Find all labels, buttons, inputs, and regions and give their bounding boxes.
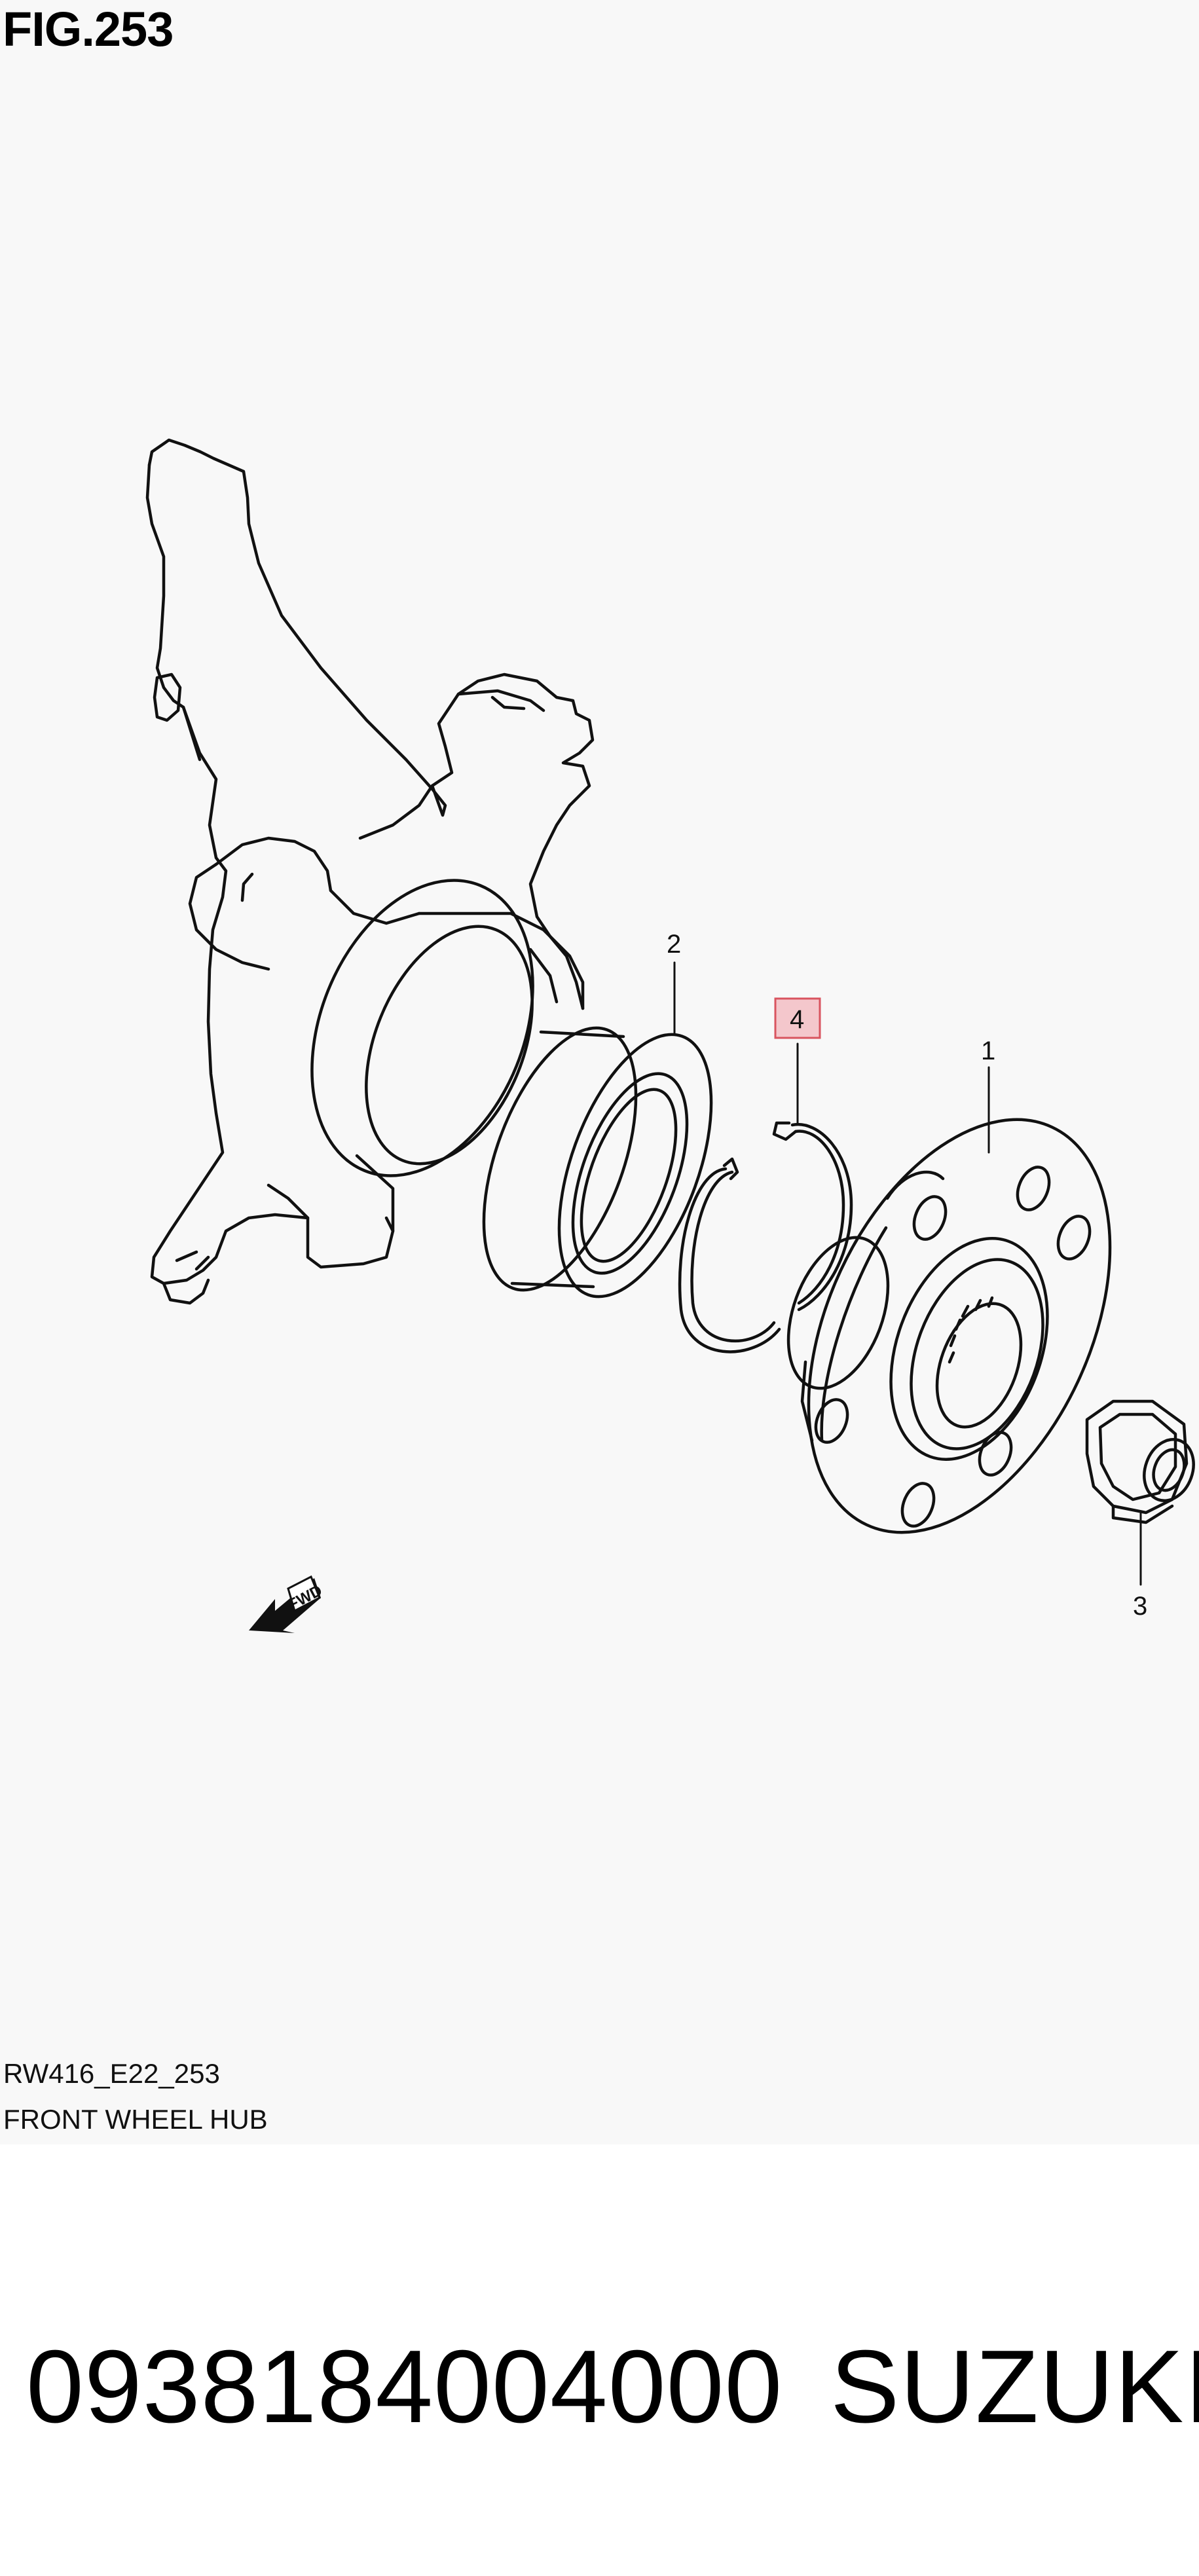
snap-ring <box>678 1157 781 1353</box>
diagram-sheet: FIG.253 <box>3 2 1195 2135</box>
diagram-code: RW416_E22_253 <box>3 2058 220 2089</box>
brand-name: SUZUKI <box>830 2329 1199 2444</box>
footer: 0938184004000 SUZUKI <box>0 2328 1199 2459</box>
wheel-bearing <box>482 1026 713 1298</box>
callout-label: 4 <box>790 1005 804 1034</box>
callout-label: 2 <box>667 930 681 959</box>
steering-knuckle <box>145 438 595 1305</box>
callout-label: 3 <box>1133 1592 1147 1621</box>
callout-1[interactable]: 1 <box>981 1037 995 1065</box>
callout-leaders <box>673 961 1142 1586</box>
wheel-hub <box>786 1118 1112 1534</box>
part-number: 0938184004000 <box>26 2329 783 2444</box>
hub-nut <box>1085 1399 1195 1524</box>
exploded-parts-diagram: FWD 2 4 1 3 <box>145 438 1195 1633</box>
figure-title: FIG.253 <box>3 2 174 56</box>
callout-3[interactable]: 3 <box>1133 1592 1147 1621</box>
callout-2[interactable]: 2 <box>667 930 681 959</box>
callout-4[interactable]: 4 <box>774 997 821 1039</box>
callout-highlight-box <box>774 997 821 1039</box>
callout-label: 1 <box>981 1037 995 1065</box>
diagram-caption: FRONT WHEEL HUB <box>3 2104 268 2135</box>
circlip <box>772 1121 853 1312</box>
forward-arrow: FWD <box>249 1575 325 1633</box>
